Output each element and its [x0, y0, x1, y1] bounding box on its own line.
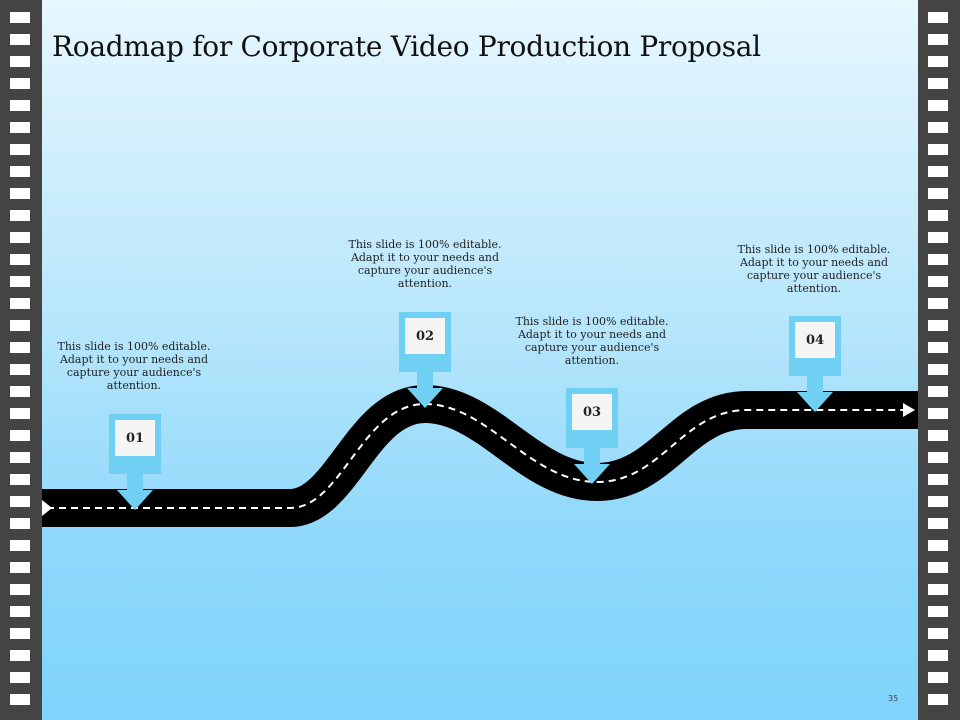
film-hole: [928, 298, 948, 309]
film-hole: [928, 408, 948, 419]
filmstrip-left: [0, 0, 42, 720]
film-hole: [928, 518, 948, 529]
film-hole: [928, 342, 948, 353]
milestone-1-description: This slide is 100% editable. Adapt it to…: [57, 340, 211, 392]
film-hole: [10, 78, 30, 89]
marker-stem: [127, 474, 143, 492]
film-hole: [10, 430, 30, 441]
film-hole: [10, 276, 30, 287]
milestone-2-description: This slide is 100% editable. Adapt it to…: [348, 238, 502, 290]
film-hole: [10, 584, 30, 595]
page-number: 35: [888, 694, 899, 703]
milestone-marker-3: 03: [566, 388, 618, 484]
film-hole: [928, 606, 948, 617]
down-arrow-icon: [407, 388, 443, 408]
film-hole: [928, 386, 948, 397]
film-hole: [928, 122, 948, 133]
film-hole: [928, 166, 948, 177]
film-hole: [10, 606, 30, 617]
film-hole: [10, 34, 30, 45]
film-hole: [10, 364, 30, 375]
road-graphic: [42, 384, 918, 527]
milestone-marker-1: 01: [109, 414, 161, 510]
film-hole: [10, 342, 30, 353]
film-hole: [928, 12, 948, 23]
film-hole: [928, 100, 948, 111]
film-hole: [928, 452, 948, 463]
film-hole: [10, 386, 30, 397]
milestone-4-description: This slide is 100% editable. Adapt it to…: [737, 243, 891, 295]
film-hole: [10, 100, 30, 111]
film-hole: [10, 562, 30, 573]
marker-stem: [584, 448, 600, 466]
film-hole: [10, 210, 30, 221]
marker-frame: 01: [109, 414, 161, 474]
film-hole: [928, 694, 948, 705]
film-hole: [928, 650, 948, 661]
milestone-marker-4: 04: [789, 316, 841, 412]
film-hole: [928, 584, 948, 595]
film-hole: [928, 430, 948, 441]
marker-frame: 02: [399, 312, 451, 372]
film-hole: [10, 298, 30, 309]
film-hole: [928, 144, 948, 155]
film-hole: [10, 254, 30, 265]
down-arrow-icon: [797, 392, 833, 412]
film-hole: [10, 232, 30, 243]
road-path: [42, 384, 918, 527]
film-hole: [10, 628, 30, 639]
filmstrip-right: [918, 0, 960, 720]
down-arrow-icon: [574, 464, 610, 484]
film-hole: [928, 34, 948, 45]
film-hole: [10, 540, 30, 551]
film-hole: [928, 628, 948, 639]
slide-title: Roadmap for Corporate Video Production P…: [52, 30, 761, 63]
film-hole: [928, 276, 948, 287]
film-hole: [928, 254, 948, 265]
milestone-3-description: This slide is 100% editable. Adapt it to…: [515, 315, 669, 367]
film-hole: [10, 474, 30, 485]
film-hole: [928, 562, 948, 573]
film-hole: [10, 166, 30, 177]
film-hole: [10, 650, 30, 661]
film-hole: [928, 364, 948, 375]
down-arrow-icon: [117, 490, 153, 510]
film-hole: [10, 12, 30, 23]
marker-frame: 03: [566, 388, 618, 448]
film-hole: [10, 408, 30, 419]
milestone-number: 01: [115, 420, 155, 456]
milestone-number: 02: [405, 318, 445, 354]
road-end-arrow: [903, 403, 915, 417]
film-hole: [10, 188, 30, 199]
milestone-number: 03: [572, 394, 612, 430]
film-hole: [928, 210, 948, 221]
film-hole: [928, 78, 948, 89]
film-hole: [10, 56, 30, 67]
film-hole: [10, 694, 30, 705]
road-start-arrow: [42, 500, 52, 516]
film-hole: [928, 232, 948, 243]
film-hole: [10, 496, 30, 507]
milestone-number: 04: [795, 322, 835, 358]
milestone-marker-2: 02: [399, 312, 451, 408]
marker-stem: [417, 372, 433, 390]
film-hole: [928, 672, 948, 683]
film-hole: [928, 56, 948, 67]
marker-frame: 04: [789, 316, 841, 376]
film-hole: [10, 320, 30, 331]
film-hole: [10, 672, 30, 683]
marker-stem: [807, 376, 823, 394]
film-hole: [928, 320, 948, 331]
film-hole: [928, 540, 948, 551]
slide-canvas: Roadmap for Corporate Video Production P…: [42, 0, 918, 720]
film-hole: [10, 452, 30, 463]
film-hole: [10, 518, 30, 529]
film-hole: [928, 188, 948, 199]
film-hole: [928, 496, 948, 507]
film-hole: [928, 474, 948, 485]
film-hole: [10, 122, 30, 133]
film-hole: [10, 144, 30, 155]
